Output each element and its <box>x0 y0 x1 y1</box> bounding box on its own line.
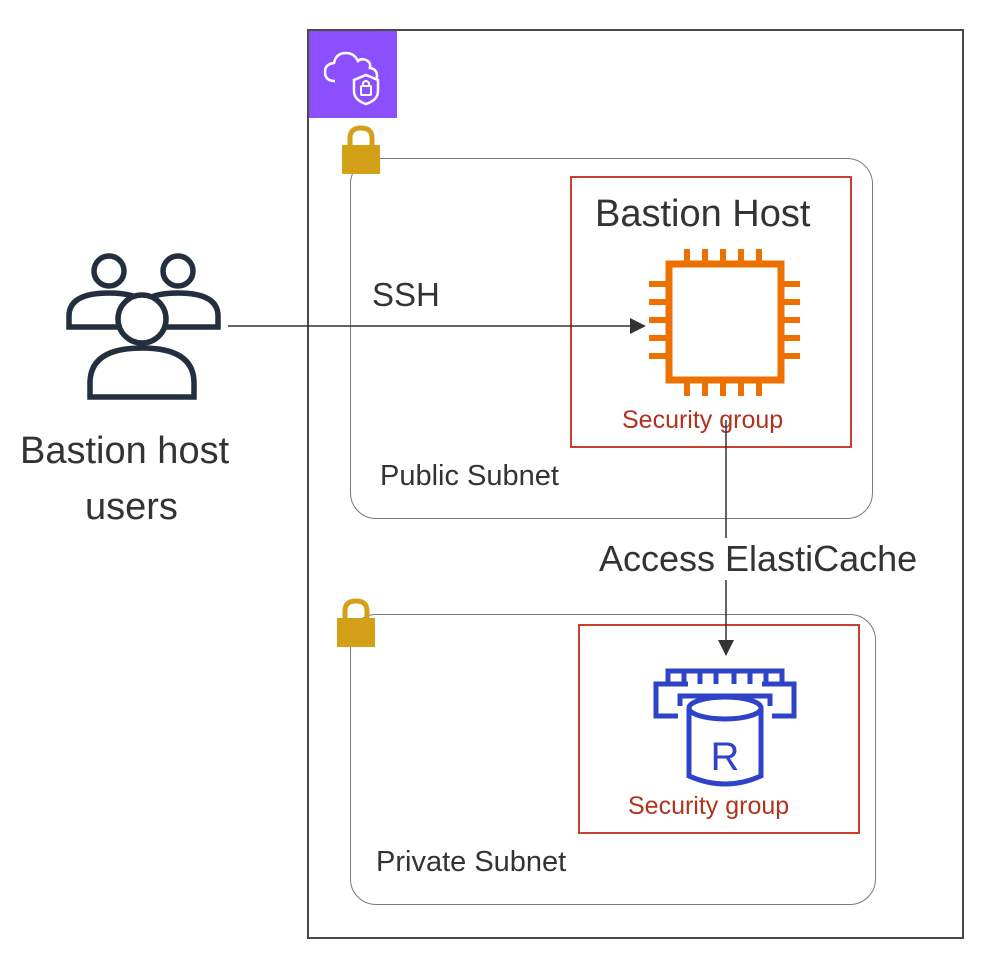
ec2-instance-chip-icon <box>644 244 804 404</box>
bastion-security-group-box <box>570 176 852 448</box>
public-subnet-label: Public Subnet <box>380 460 559 492</box>
private-subnet-box <box>350 614 876 905</box>
bastion-host-title: Bastion Host <box>595 193 811 235</box>
access-elasticache-arrow <box>718 420 734 656</box>
ssh-label: SSH <box>372 276 440 313</box>
elasticache-security-group-box <box>578 624 860 834</box>
vpc-container <box>307 29 964 939</box>
svg-text:R: R <box>711 735 740 779</box>
elasticache-security-group-label: Security group <box>628 792 790 820</box>
bastion-security-group-label: Security group <box>622 406 784 434</box>
private-subnet-label: Private Subnet <box>376 846 567 878</box>
padlock-icon <box>338 124 384 176</box>
ssh-arrow <box>228 318 646 334</box>
padlock-icon <box>333 597 379 649</box>
users-group-icon <box>60 252 225 402</box>
elasticache-redis-icon: R <box>650 664 800 792</box>
vpc-cloud-shield-icon <box>309 31 397 118</box>
access-elasticache-label: Access ElastiCache <box>597 538 920 580</box>
public-subnet-box <box>350 158 873 519</box>
users-label-line1: Bastion host <box>20 430 230 472</box>
users-label-line2: users <box>85 486 178 528</box>
